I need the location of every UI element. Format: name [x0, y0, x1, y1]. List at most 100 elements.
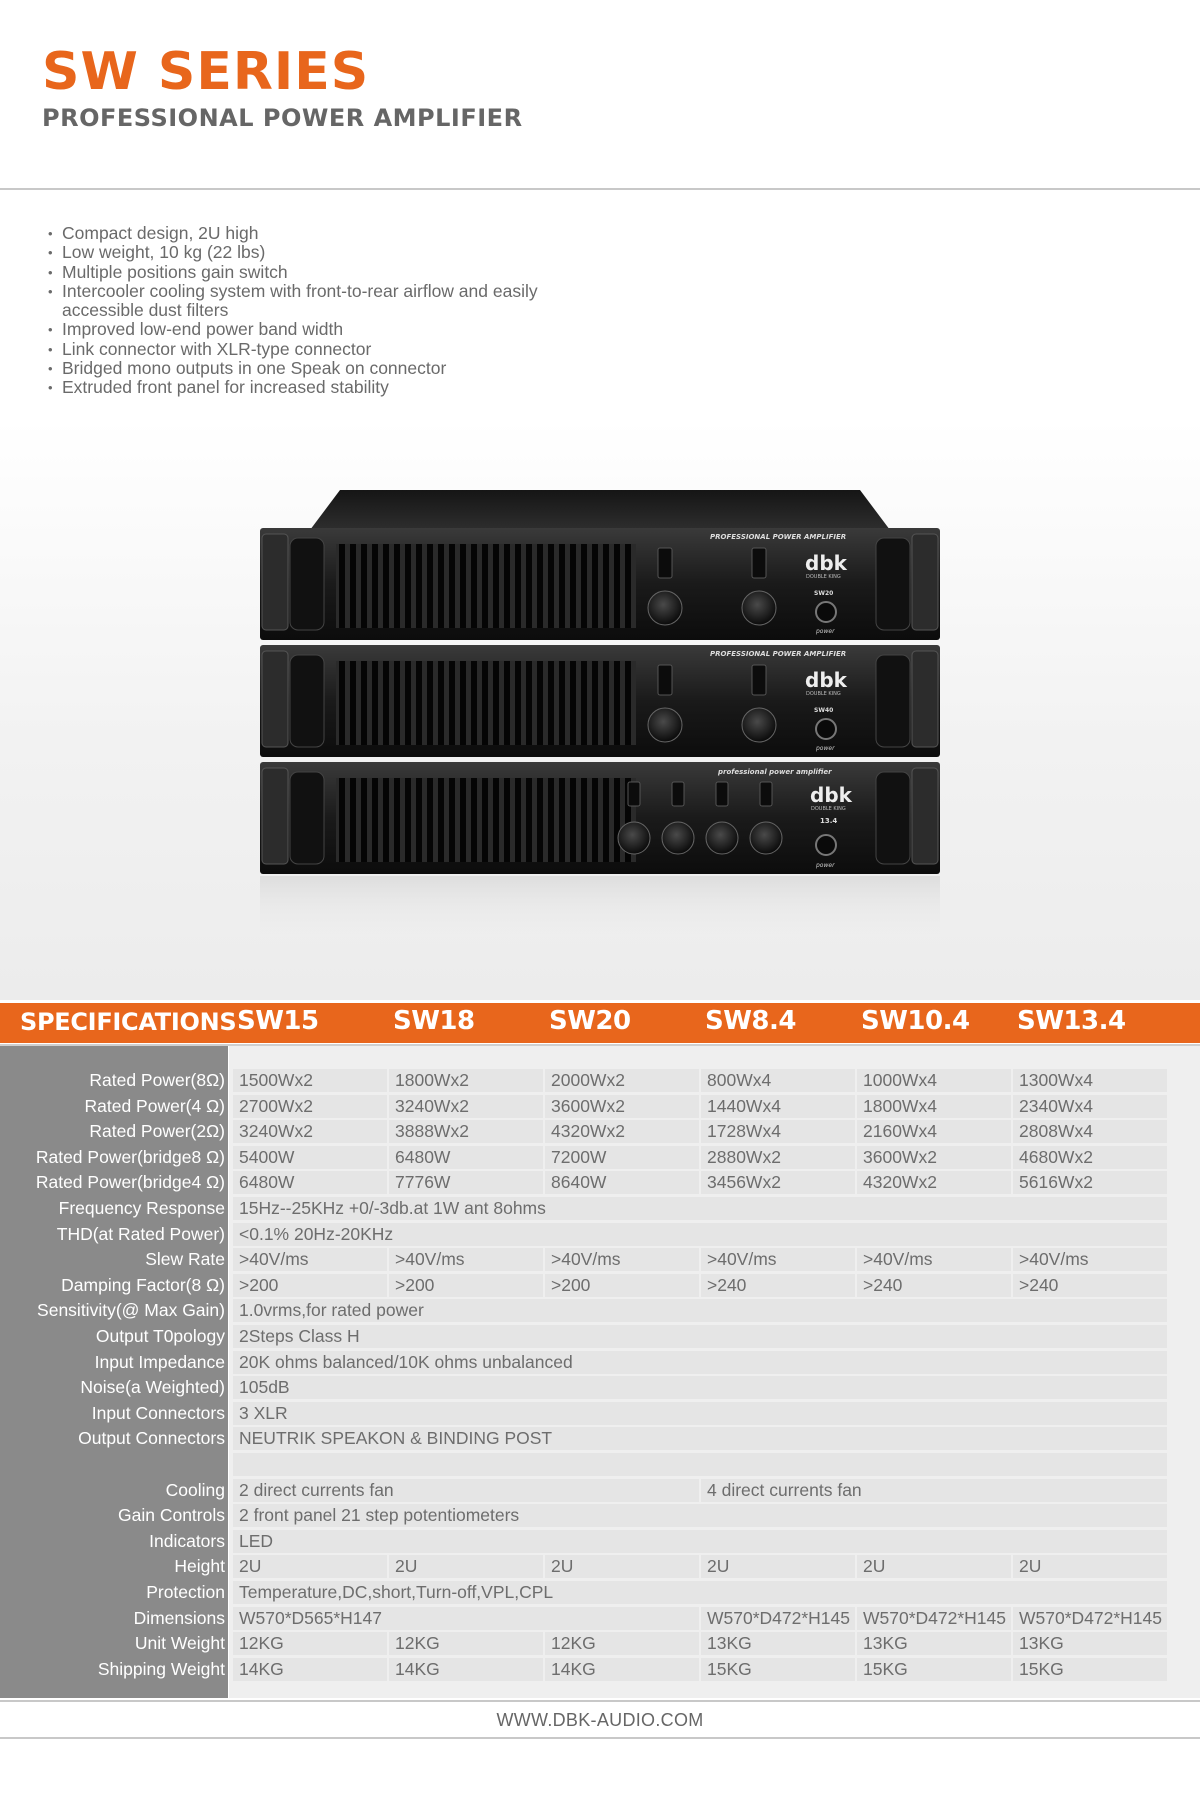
spec-cell: 3240Wx2 — [233, 1120, 387, 1143]
spec-cell: >240 — [857, 1274, 1011, 1297]
spec-row-label: Cooling — [165, 1480, 225, 1500]
model-header-sw15: SW15 — [237, 1006, 319, 1036]
spec-cell: 2U — [545, 1555, 699, 1578]
model-header-sw20: SW20 — [549, 1006, 631, 1036]
spec-cell: >40V/ms — [389, 1248, 543, 1271]
spec-row-label: Gain Controls — [118, 1505, 225, 1525]
spec-cell: NEUTRIK SPEAKON & BINDING POST — [233, 1427, 1167, 1450]
spec-cell: 2340Wx4 — [1013, 1095, 1167, 1118]
spec-cell: 13KG — [701, 1632, 855, 1655]
spec-cell: 3600Wx2 — [857, 1146, 1011, 1169]
spec-cell: 3240Wx2 — [389, 1095, 543, 1118]
svg-text:DOUBLE KING: DOUBLE KING — [811, 806, 846, 812]
spec-cell: 1300Wx4 — [1013, 1069, 1167, 1092]
spec-cell: LED — [233, 1530, 1167, 1553]
spec-row-label: Protection — [146, 1582, 225, 1602]
spec-row-label: Height — [174, 1556, 225, 1576]
spec-cell: 2160Wx4 — [857, 1120, 1011, 1143]
spec-cell: 2U — [389, 1555, 543, 1578]
spec-label-column — [0, 1046, 228, 1698]
spec-cell: 2U — [701, 1555, 855, 1578]
spec-cell: 12KG — [233, 1632, 387, 1655]
spec-cell: >240 — [701, 1274, 855, 1297]
series-subtitle: PROFESSIONAL POWER AMPLIFIER — [42, 104, 523, 132]
feature-item: Multiple positions gain switch — [46, 262, 538, 282]
spec-cell: 2U — [233, 1555, 387, 1578]
spec-cell: 2700Wx2 — [233, 1095, 387, 1118]
spec-cell: Temperature,DC,short,Turn-off,VPL,CPL — [233, 1581, 1167, 1604]
spec-row-label: Output T0pology — [95, 1326, 225, 1346]
spec-cell: 5616Wx2 — [1013, 1171, 1167, 1194]
spec-cell: 14KG — [233, 1658, 387, 1681]
spec-row-label: Rated Power(bridge4 Ω) — [35, 1172, 225, 1192]
specifications-title: SPECIFICATIONS — [20, 1008, 237, 1036]
feature-item-continuation: accessible dust filters — [62, 300, 229, 321]
svg-text:13.4: 13.4 — [820, 817, 837, 825]
spec-cell: 7200W — [545, 1146, 699, 1169]
spec-cell: 2 front panel 21 step potentiometers — [233, 1504, 1167, 1527]
spec-cell: >40V/ms — [233, 1248, 387, 1271]
feature-item: Compact design, 2U high — [46, 223, 538, 243]
svg-text:power: power — [815, 628, 835, 635]
spec-row-label: Sensitivity(@ Max Gain) — [37, 1300, 225, 1320]
model-header-sw18: SW18 — [393, 1006, 475, 1036]
spec-cell: 4680Wx2 — [1013, 1146, 1167, 1169]
specifications-header-bar — [0, 1003, 1200, 1043]
spec-cell: 1000Wx4 — [857, 1069, 1011, 1092]
specifications-divider — [0, 1044, 1200, 1046]
spec-cell: 13KG — [857, 1632, 1011, 1655]
svg-text:professional power amplifier: professional power amplifier — [717, 768, 832, 776]
spec-cell: 1800Wx2 — [389, 1069, 543, 1092]
spec-cell: 20K ohms balanced/10K ohms unbalanced — [233, 1351, 1167, 1374]
spec-cell: 3456Wx2 — [701, 1171, 855, 1194]
spec-row-label: Rated Power(8Ω) — [89, 1070, 225, 1090]
feature-list: Compact design, 2U high Low weight, 10 k… — [46, 223, 538, 398]
spec-cell: 4320Wx2 — [857, 1171, 1011, 1194]
model-header-sw8-4: SW8.4 — [705, 1006, 796, 1036]
svg-text:DOUBLE KING: DOUBLE KING — [806, 574, 841, 580]
spec-cell: 800Wx4 — [701, 1069, 855, 1092]
amplifier-unit-13-4: professional power amplifier dbk DOUBLE … — [260, 762, 940, 874]
feature-item: Bridged mono outputs in one Speak on con… — [46, 358, 538, 378]
spec-cell: 15KG — [857, 1658, 1011, 1681]
feature-item: Intercooler cooling system with front-to… — [46, 281, 538, 301]
spec-cell: W570*D565*H147 — [233, 1607, 699, 1630]
header-divider — [0, 188, 1200, 190]
amplifier-unit-sw20: PROFESSIONAL POWER AMPLIFIER dbk DOUBLE … — [260, 528, 940, 640]
svg-text:PROFESSIONAL POWER AMPLIFIER: PROFESSIONAL POWER AMPLIFIER — [710, 533, 846, 541]
spec-row-label: Slew Rate — [145, 1249, 225, 1269]
spec-cell: 2U — [857, 1555, 1011, 1578]
spec-cell: 14KG — [545, 1658, 699, 1681]
spec-cell: 105dB — [233, 1376, 1167, 1399]
spec-cell: 2000Wx2 — [545, 1069, 699, 1092]
spec-cell — [233, 1453, 1167, 1476]
feature-item: Link connector with XLR-type connector — [46, 339, 538, 359]
spec-cell: 5400W — [233, 1146, 387, 1169]
amplifier-stack-image: PROFESSIONAL POWER AMPLIFIER dbk DOUBLE … — [260, 490, 940, 936]
svg-text:dbk: dbk — [810, 783, 853, 807]
svg-text:dbk: dbk — [805, 668, 848, 692]
spec-cell: >40V/ms — [857, 1248, 1011, 1271]
spec-cell: >240 — [1013, 1274, 1167, 1297]
feature-item: Improved low-end power band width — [46, 320, 538, 340]
amplifier-unit-sw40: PROFESSIONAL POWER AMPLIFIER dbk DOUBLE … — [260, 645, 940, 757]
spec-cell: 4320Wx2 — [545, 1120, 699, 1143]
spec-cell: 15Hz--25KHz +0/-3db.at 1W ant 8ohms — [233, 1197, 1167, 1220]
spec-cell: <0.1% 20Hz-20KHz — [233, 1223, 1167, 1246]
spec-cell: 3600Wx2 — [545, 1095, 699, 1118]
spec-cell: >40V/ms — [545, 1248, 699, 1271]
spec-cell: 2808Wx4 — [1013, 1120, 1167, 1143]
spec-row-label: Frequency Response — [58, 1198, 225, 1218]
spec-cell: >40V/ms — [701, 1248, 855, 1271]
spec-cell: 1.0vrms,for rated power — [233, 1299, 1167, 1322]
spec-cell: 3888Wx2 — [389, 1120, 543, 1143]
spec-row-label: THD(at Rated Power) — [56, 1224, 225, 1244]
spec-row-label: Damping Factor(8 Ω) — [61, 1275, 225, 1295]
spec-row-label: Input Connectors — [91, 1403, 225, 1423]
spec-row-label: Output Connectors — [78, 1428, 225, 1448]
spec-cell: 7776W — [389, 1171, 543, 1194]
spec-cell: 15KG — [701, 1658, 855, 1681]
website-url: WWW.DBK-AUDIO.COM — [496, 1710, 704, 1730]
svg-text:SW20: SW20 — [814, 590, 833, 597]
spec-cell: 13KG — [1013, 1632, 1167, 1655]
